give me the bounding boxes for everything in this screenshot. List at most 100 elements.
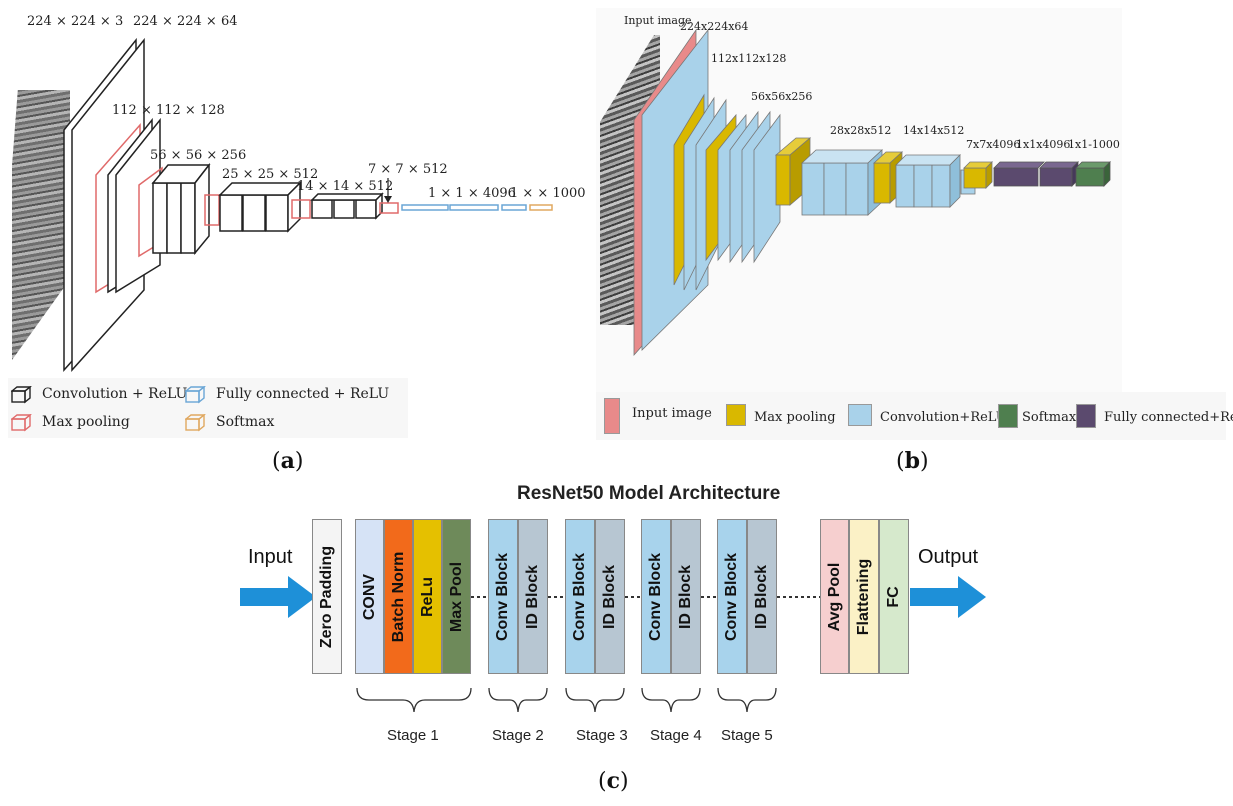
legend-b-fc-icon xyxy=(1076,404,1096,428)
fc-block: FC xyxy=(879,519,909,674)
conv-block-stage4: Conv Block xyxy=(641,519,671,674)
zero-padding-label: Zero Padding xyxy=(318,545,335,648)
avg-pool-label: Avg Pool xyxy=(825,562,843,631)
brace-stage-2 xyxy=(488,687,548,713)
label-b-c6: 7x7x4096 xyxy=(966,138,1021,151)
vgg16-diagram-a xyxy=(63,37,553,372)
label-b-c4: 28x28x512 xyxy=(830,124,892,137)
conv-label: CONV xyxy=(360,573,378,620)
pool-layer-a-3 xyxy=(204,194,220,226)
legend-a-softmax-icon xyxy=(185,414,206,432)
label-a-c3: 56 × 56 × 256 xyxy=(150,148,247,163)
legend-b: Input image Max pooling Convolution+ReLU… xyxy=(596,392,1233,440)
conv-block-stage3: Conv Block xyxy=(565,519,595,674)
conv-layer-b-7 xyxy=(753,113,781,264)
legend-b-conv-icon xyxy=(848,404,872,426)
legend-b-softmax-label: Softmax xyxy=(1022,410,1077,425)
label-b-fc2: 1x1-1000 xyxy=(1068,138,1120,151)
legend-b-softmax-icon xyxy=(998,404,1018,428)
pool-layer-a-5 xyxy=(379,202,399,214)
legend-a-softmax-label: Softmax xyxy=(216,414,275,430)
fc-layer-b-2 xyxy=(1039,167,1073,187)
conv-layer-a-11 xyxy=(311,199,333,219)
label-b-c3: 56x56x256 xyxy=(751,90,813,103)
stage-4-label: Stage 4 xyxy=(650,727,702,744)
label-a-c2: 112 × 112 × 128 xyxy=(112,103,225,118)
conv-layer-a-9 xyxy=(242,194,266,232)
softmax-layer-a xyxy=(529,204,553,211)
id-block-label-5: ID Block xyxy=(753,564,770,629)
caption-c: (c) xyxy=(598,768,629,794)
output-arrow-icon xyxy=(910,576,986,618)
caption-a: (a) xyxy=(272,448,304,474)
pool-layer-a-4 xyxy=(291,199,311,219)
caption-b: (b) xyxy=(896,448,929,474)
label-a-sm: 1 × × 1000 xyxy=(510,186,586,201)
avg-pool-block: Avg Pool xyxy=(820,519,849,674)
conv-block-stage5: Conv Block xyxy=(717,519,747,674)
conv-layer-b-11 xyxy=(895,164,915,208)
label-b-c1: 224x224x64 xyxy=(680,20,749,33)
legend-a: Convolution + ReLU Max pooling Fully con… xyxy=(8,378,408,438)
legend-a-fc-label: Fully connected + ReLU xyxy=(216,386,390,402)
conv-layer-a-4 xyxy=(115,117,161,294)
label-a-c6: 7 × 7 × 512 xyxy=(368,162,448,177)
fc-label: FC xyxy=(885,585,902,608)
conv-block-stage2: Conv Block xyxy=(488,519,518,674)
conv-layer-b-8 xyxy=(801,162,825,216)
conv-layer-a-13 xyxy=(355,199,377,219)
relu-label: ReLu xyxy=(418,576,436,617)
vgg16-diagram-b xyxy=(633,28,1111,357)
legend-b-input-label: Input image xyxy=(632,406,712,421)
id-block-stage3: ID Block xyxy=(595,519,625,674)
label-b-c5: 14x14x512 xyxy=(903,124,965,137)
id-block-label-2: ID Block xyxy=(524,564,541,629)
stage-1-label: Stage 1 xyxy=(387,727,439,744)
id-block-stage4: ID Block xyxy=(671,519,701,674)
conv-layer-a-12 xyxy=(333,199,355,219)
conv-layer-a-10 xyxy=(265,194,289,232)
legend-a-conv-label: Convolution + ReLU xyxy=(42,386,188,402)
zero-padding-block: Zero Padding xyxy=(312,519,342,674)
label-a-fc: 1 × 1 × 4096 xyxy=(428,186,516,201)
caption-b-letter: b xyxy=(904,448,920,474)
id-block-label-4: ID Block xyxy=(677,564,694,629)
conv-block-stage1: CONV xyxy=(355,519,384,674)
label-a-input: 224 × 224 × 3 xyxy=(27,14,124,29)
label-b-input: Input image xyxy=(624,14,692,27)
pool-layer-b-4 xyxy=(873,162,891,204)
flattening-block: Flattening xyxy=(849,519,879,674)
label-a-c4: 25 × 25 × 512 xyxy=(222,167,319,182)
legend-b-conv-label: Convolution+ReLU xyxy=(880,410,1007,425)
max-pool-label: Max Pool xyxy=(447,561,465,632)
conv-layer-a-5 xyxy=(152,182,168,254)
batch-norm-label: Batch Norm xyxy=(389,551,407,642)
id-block-stage5: ID Block xyxy=(747,519,777,674)
pool-layer-b-3 xyxy=(775,154,791,206)
conv-layer-b-13 xyxy=(931,164,951,208)
caption-a-letter: a xyxy=(280,448,295,474)
legend-a-pool-label: Max pooling xyxy=(42,414,130,430)
fc-layer-a-2 xyxy=(449,204,499,211)
stage-2-label: Stage 2 xyxy=(492,727,544,744)
pool-layer-b-5 xyxy=(963,167,987,189)
legend-b-pool-icon xyxy=(726,404,746,426)
softmax-layer-b xyxy=(1075,167,1105,187)
stage-5-label: Stage 5 xyxy=(721,727,773,744)
label-b-c2: 112x112x128 xyxy=(711,52,787,65)
id-block-label-3: ID Block xyxy=(601,564,618,629)
legend-b-pool-label: Max pooling xyxy=(754,410,836,425)
input-label: Input xyxy=(248,546,293,568)
input-arrow-icon xyxy=(240,576,316,618)
legend-b-fc-label: Fully connected+ReLU xyxy=(1104,410,1233,425)
legend-a-conv-icon xyxy=(11,386,32,404)
fc-layer-a-1 xyxy=(401,204,449,211)
stage-3-label: Stage 3 xyxy=(576,727,628,744)
label-a-c1: 224 × 224 × 64 xyxy=(133,14,238,29)
brace-stage-5 xyxy=(717,687,777,713)
conv-layer-a-6 xyxy=(166,182,182,254)
brace-stage-4 xyxy=(641,687,701,713)
label-b-fc1: 1x1x4096 xyxy=(1016,138,1071,151)
resnet-title: ResNet50 Model Architecture xyxy=(517,483,781,504)
max-pool-block: Max Pool xyxy=(442,519,471,674)
